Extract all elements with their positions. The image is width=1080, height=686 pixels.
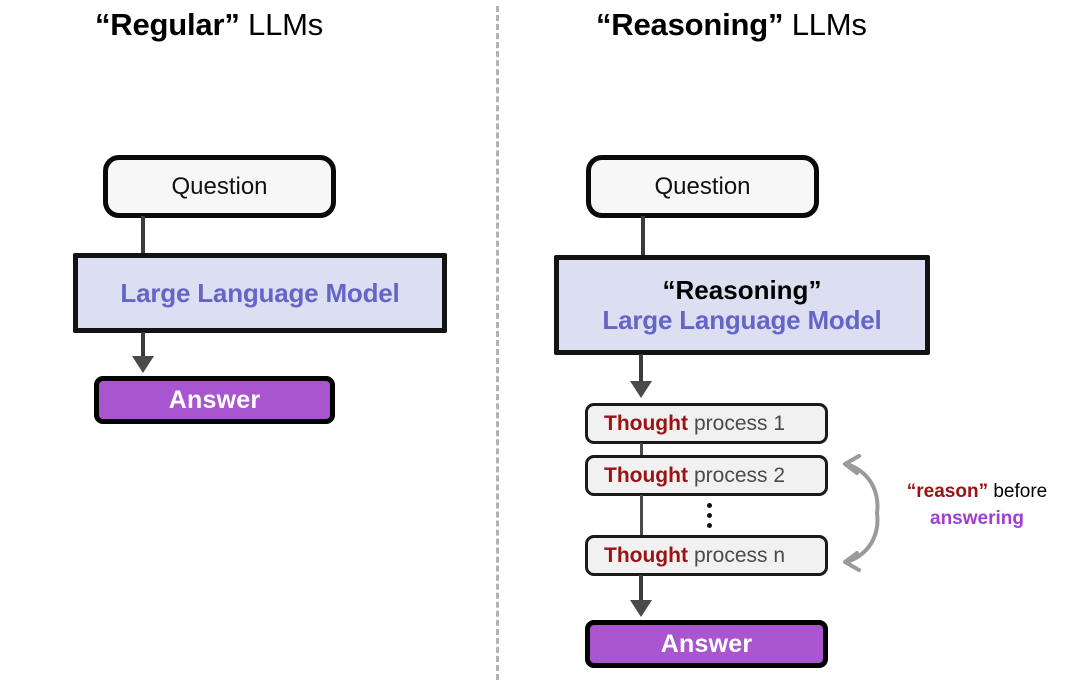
left-answer-label: Answer	[168, 385, 261, 414]
panel-divider	[496, 6, 499, 680]
annotation-reason-word: “reason”	[906, 481, 989, 502]
right-arrow-head-llm-icon	[630, 381, 652, 398]
right-connector-question-to-llm	[641, 216, 645, 258]
left-arrow-head-icon	[132, 356, 154, 373]
right-panel-title-plain: LLMs	[783, 7, 867, 42]
left-answer-box[interactable]: Answer	[94, 376, 335, 424]
annotation-answering-word: answering	[930, 508, 1024, 529]
left-connector-llm-to-answer	[141, 332, 145, 359]
thought-box-2-keyword: Thought	[604, 463, 688, 487]
right-answer-box[interactable]: Answer	[585, 620, 828, 668]
left-question-label: Question	[171, 172, 268, 200]
right-llm-prefix: “Reasoning”	[662, 274, 822, 305]
thought-box-1-text: process 1	[693, 411, 786, 435]
right-answer-label: Answer	[660, 629, 753, 658]
right-question-label: Question	[654, 172, 751, 200]
left-panel-title-quoted: “Regular”	[95, 7, 240, 42]
thought-box-2-text: process 2	[693, 463, 786, 487]
right-panel-title: “Reasoning” LLMs	[596, 6, 867, 44]
annotation-before-word: before	[988, 481, 1048, 502]
right-arrow-head-answer-icon	[630, 600, 652, 617]
left-question-box[interactable]: Question	[103, 155, 336, 218]
reason-before-answering-annotation: “reason” before answering	[884, 478, 1070, 532]
left-llm-box[interactable]: Large Language Model	[73, 253, 447, 333]
left-connector-question-to-llm	[141, 216, 145, 256]
connector-thought2-thoughtn	[640, 495, 643, 536]
right-llm-label: Large Language Model	[602, 305, 882, 335]
thought-box-n-text: process n	[693, 543, 786, 567]
left-panel-title-plain: LLMs	[239, 7, 324, 42]
vertical-ellipsis-icon	[707, 503, 712, 528]
right-connector-thought-to-answer	[639, 575, 643, 603]
double-arrow-brace-icon	[843, 454, 880, 572]
left-panel-title: “Regular” LLMs	[95, 6, 323, 44]
right-question-box[interactable]: Question	[586, 155, 819, 218]
left-llm-label: Large Language Model	[120, 277, 400, 308]
right-llm-box[interactable]: “Reasoning” Large Language Model	[554, 255, 930, 355]
connector-thought1-thought2	[640, 443, 643, 456]
right-connector-llm-to-thought	[639, 354, 643, 384]
right-panel-title-quoted: “Reasoning”	[596, 7, 784, 42]
thought-box-1-keyword: Thought	[604, 411, 688, 435]
thought-box-n-keyword: Thought	[604, 543, 688, 567]
